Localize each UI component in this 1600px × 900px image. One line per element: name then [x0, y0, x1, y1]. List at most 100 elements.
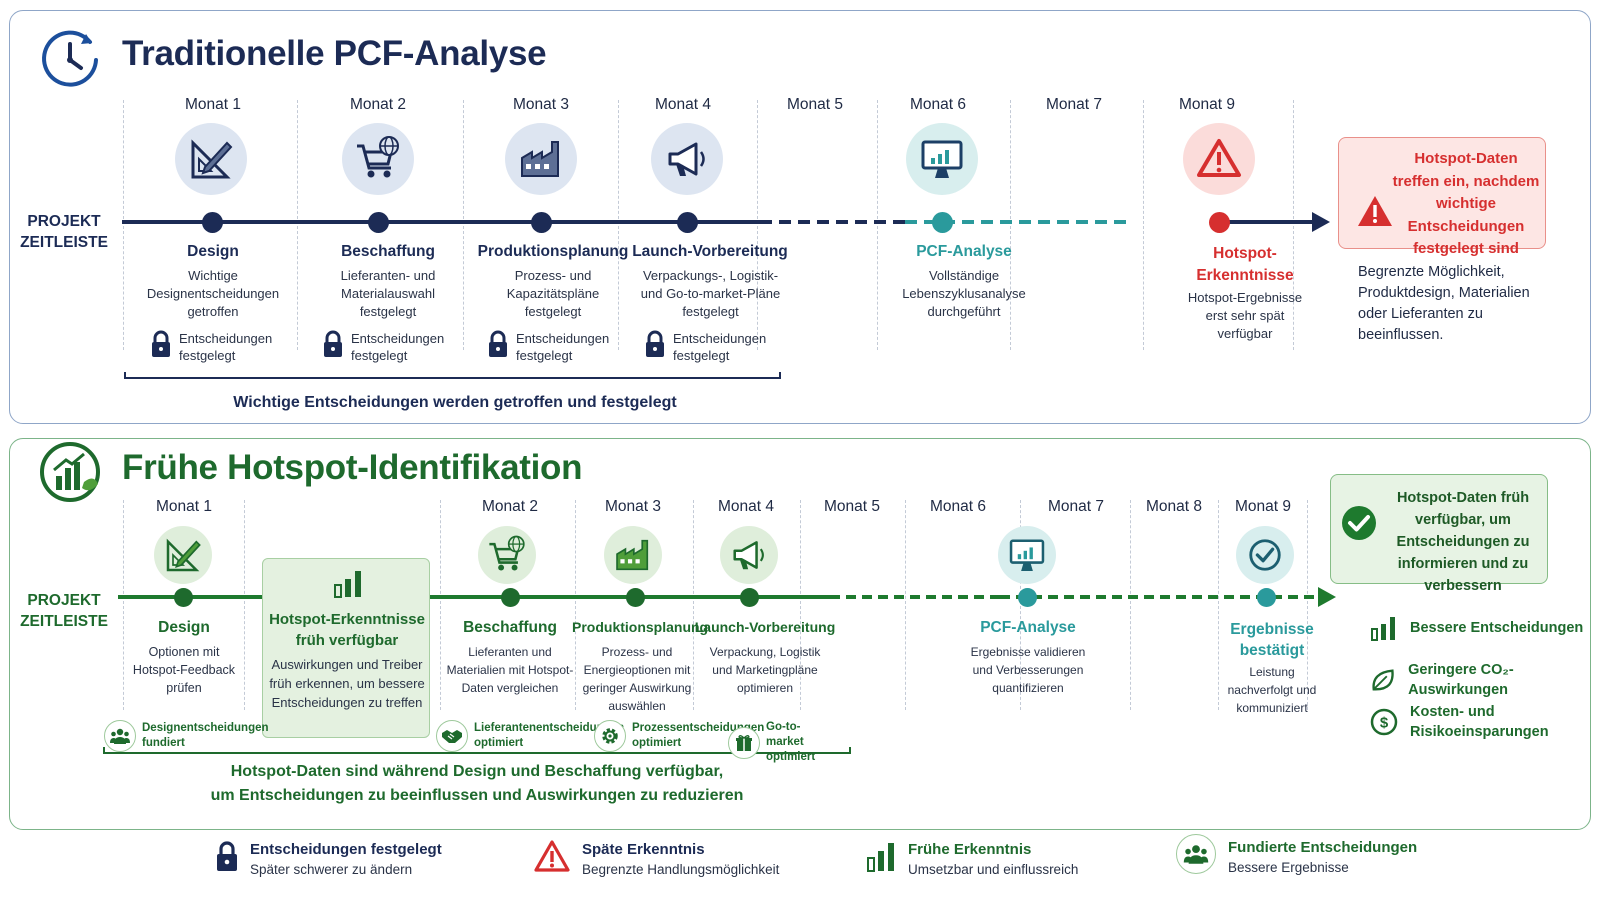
check-circle-icon: [1236, 526, 1294, 584]
badge-supplier-decisions: Lieferantenentscheidungen optimiert: [436, 720, 624, 752]
month-label: Monat 5: [823, 498, 880, 515]
month-divider: [244, 500, 245, 710]
stage-description: Lieferanten und Materialien mit Hotspot-…: [446, 645, 574, 695]
factory-icon: [604, 526, 662, 584]
stage-title: Produktionsplanung: [477, 243, 629, 260]
traditional-title: Traditionelle PCF-Analyse: [122, 34, 547, 73]
people-icon: [104, 720, 136, 752]
warning-icon: [1358, 196, 1392, 226]
ruler-pencil-icon: [175, 123, 247, 195]
stage-title: Hotspot-Erkenntnisse: [1196, 245, 1294, 284]
month-label: Monat 9: [1178, 96, 1235, 113]
month-divider: [575, 500, 576, 710]
early-timeline: [103, 587, 1336, 754]
people-icon: [1176, 834, 1216, 874]
stage-description: Verpackung, Logistik und Marketingpläne …: [709, 645, 821, 695]
stage-title: Produktionsplanung: [572, 619, 709, 635]
month-label: Monat 3: [512, 96, 569, 113]
timeline-milestone-dot: [174, 588, 193, 607]
timeline-milestone-dot: [626, 588, 645, 607]
timeline-milestone-dot: [1018, 588, 1037, 607]
month-label: Monat 6: [909, 96, 966, 113]
month-divider: [1143, 100, 1144, 350]
stage-title: Launch-Vorbereitung: [632, 243, 788, 260]
month-label: Monat 1: [155, 498, 212, 515]
month-label: Monat 4: [654, 96, 711, 113]
benefit-better-decisions: Bessere Entscheidungen: [1370, 614, 1583, 642]
month-divider: [440, 500, 441, 710]
timeline-milestone-dot: [368, 212, 389, 233]
ruler-pencil-icon: [154, 526, 212, 584]
month-divider: [1020, 500, 1021, 710]
month-divider: [297, 100, 298, 350]
month-divider: [905, 500, 906, 710]
lock-status: Entscheidungen festgelegt: [323, 330, 447, 364]
early-hotspot-callout: Hotspot-Daten früh verfügbar, um Entsche…: [1330, 474, 1548, 594]
month-label: Monat 4: [717, 498, 774, 515]
leaf-icon: [1372, 669, 1394, 691]
stage-title: Beschaffung: [341, 243, 435, 260]
lock-icon: [646, 330, 664, 357]
lock-status: Entscheidungen festgelegt: [151, 330, 275, 364]
timeline-milestone-dot: [1209, 212, 1230, 233]
late-impact-note: Begrenzte Möglichkeit, Produktdesign, Ma…: [1358, 264, 1530, 343]
stage-description: Optionen mit Hotspot-Feedback prüfen: [132, 645, 236, 695]
stage-description: Prozess- und Energieoptionen mit geringe…: [582, 645, 692, 713]
month-divider: [1010, 100, 1011, 350]
month-label: Monat 6: [929, 498, 986, 515]
stage-description: Hotspot-Ergebnisse erst sehr spät verfüg…: [1187, 290, 1303, 341]
month-label: Monat 8: [1145, 498, 1202, 515]
timeline-milestone-dot: [202, 212, 223, 233]
benefit-cost-risk-savings: $ Kosten- und Risikoeinsparungen: [1370, 702, 1549, 742]
month-divider: [800, 500, 801, 710]
shopping-cart-globe-icon: [342, 123, 414, 195]
month-label: Monat 7: [1047, 498, 1104, 515]
stage-title: Ergebnisse bestätigt: [1230, 621, 1314, 659]
stage-description: Verpackungs-, Logistik- und Go-to-market…: [640, 268, 781, 319]
month-divider: [693, 500, 694, 710]
lock-icon: [489, 330, 507, 357]
traditional-timeline: [122, 212, 1330, 379]
monitor-chart-icon: [998, 526, 1056, 584]
lock-icon: [217, 841, 237, 871]
stage-title: Beschaffung: [463, 619, 557, 636]
benefit-lower-co2: Geringere CO₂-Auswirkungen: [1370, 660, 1600, 700]
warning-icon: [1183, 123, 1255, 195]
shopping-cart-globe-icon: [478, 526, 536, 584]
month-divider: [463, 100, 464, 350]
month-label: Monat 9: [1234, 498, 1291, 515]
badge-go-to-market: Go-to-market optimiert: [728, 720, 838, 765]
badge-process-decisions: Prozessentscheidungen optimiert: [594, 720, 764, 752]
early-panel: [9, 438, 1591, 830]
stage-description: Ergebnisse validieren und Verbesserungen…: [970, 645, 1086, 695]
growth-chart-icon: [40, 442, 100, 502]
stage-description: Leistung nachverfolgt und kommuniziert: [1227, 665, 1317, 715]
month-label: Monat 2: [481, 498, 538, 515]
month-divider: [1130, 500, 1131, 710]
month-divider: [1218, 500, 1219, 710]
early-title: Frühe Hotspot-Identifikation: [122, 448, 583, 487]
monitor-chart-icon: [906, 123, 978, 195]
traditional-panel: [9, 10, 1591, 424]
month-divider: [757, 100, 758, 350]
handshake-icon: [436, 720, 468, 752]
lock-icon: [152, 330, 170, 357]
month-divider: [1293, 100, 1294, 350]
warning-icon: [534, 840, 570, 872]
timeline-milestone-dot: [932, 212, 953, 233]
late-hotspot-callout: Hotspot-Daten treffen ein, nachdem wicht…: [1338, 137, 1546, 257]
month-divider: [877, 100, 878, 350]
megaphone-icon: [651, 123, 723, 195]
stage-title: Launch-Vorbereitung: [694, 619, 836, 635]
timeline-milestone-dot: [501, 588, 520, 607]
lock-status: Entscheidungen festgelegt: [488, 330, 612, 364]
month-label: Monat 7: [1045, 96, 1102, 113]
lock-status: Entscheidungen festgelegt: [645, 330, 769, 364]
stage-title: Design: [158, 619, 210, 636]
month-label: Monat 2: [349, 96, 406, 113]
timeline-milestone-dot: [740, 588, 759, 607]
